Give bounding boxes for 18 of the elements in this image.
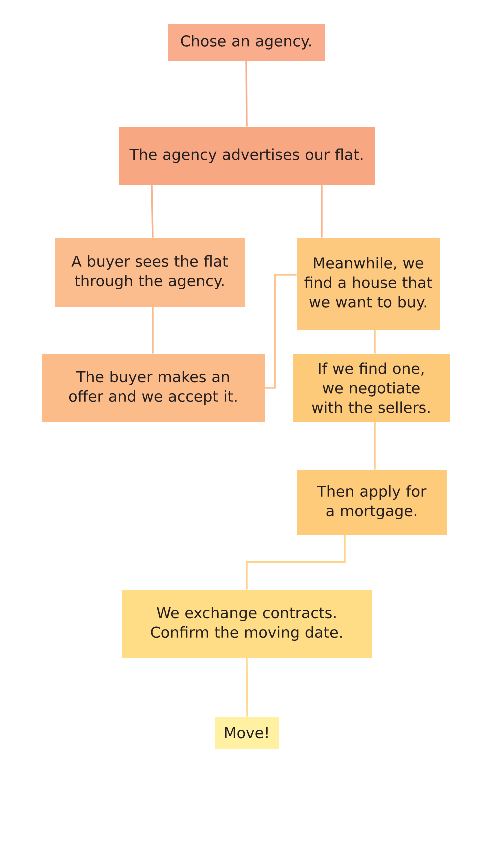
connector-line <box>321 185 323 238</box>
process-box: Meanwhile, we find a house that we want to buy. <box>297 238 440 330</box>
connector-line <box>265 274 297 389</box>
process-box: Move! <box>215 717 279 749</box>
process-box: If we find one, we negotiate with the sellers. <box>293 354 450 422</box>
connector-line <box>246 535 346 590</box>
process-box: A buyer sees the flat through the agency. <box>55 238 245 307</box>
connector-line <box>246 658 248 717</box>
process-box: The agency advertises our flat. <box>119 127 375 185</box>
connector-line <box>374 422 376 470</box>
process-box: Chose an agency. <box>168 24 325 61</box>
connector-line <box>374 330 376 354</box>
connector-line <box>246 61 248 127</box>
process-box: Then apply for a mortgage. <box>297 470 447 535</box>
connector-line <box>151 185 154 238</box>
process-box: The buyer makes an offer and we accept it. <box>42 354 265 422</box>
process-box: We exchange contracts. Confirm the moving date. <box>122 590 372 658</box>
connector-line <box>152 307 154 354</box>
